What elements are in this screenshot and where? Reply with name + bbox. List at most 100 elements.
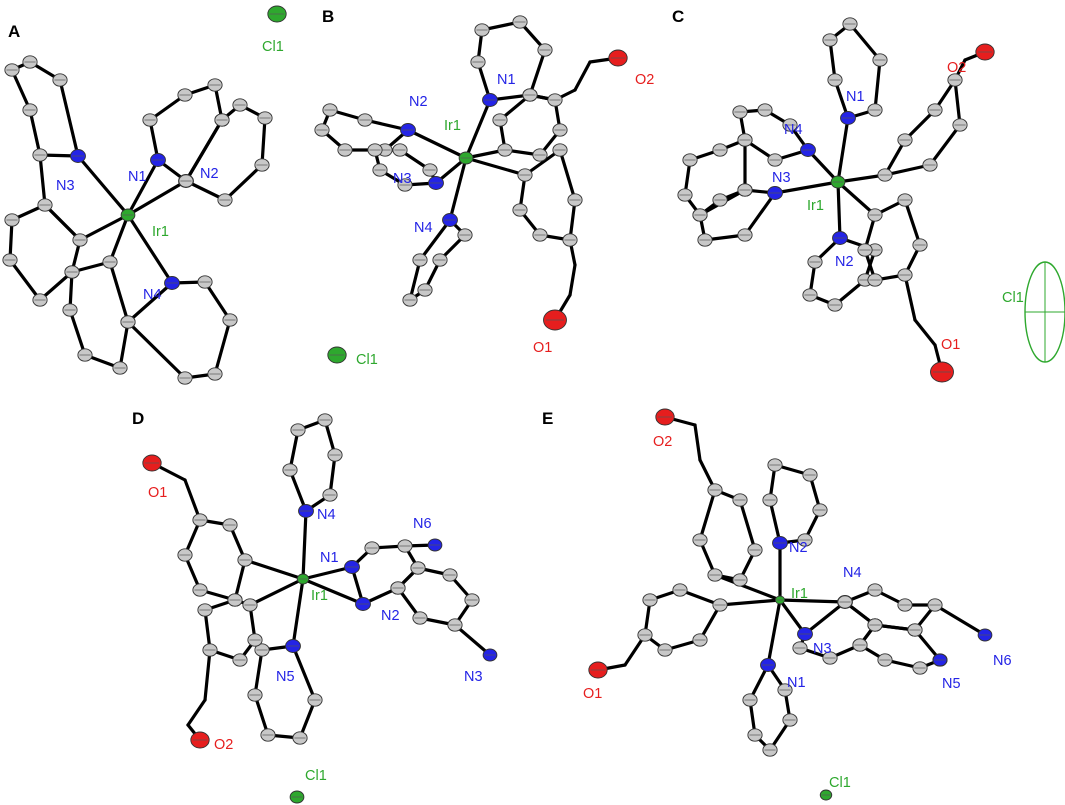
d-pyridine-top-atom-3 xyxy=(317,413,333,427)
bond xyxy=(248,577,305,607)
d-pyridine-bottom-bond xyxy=(291,644,317,702)
atom-label-d-n4: N4 xyxy=(317,507,336,523)
bond xyxy=(243,558,305,581)
bond xyxy=(76,154,130,217)
d-phen-b-atom-0 xyxy=(390,581,406,595)
e-nitrile-n6 xyxy=(977,628,993,642)
chain-bond xyxy=(38,153,47,207)
atom-label-a-n2: N2 xyxy=(200,166,219,182)
bond xyxy=(301,565,354,581)
a-ring-lower-left-bond xyxy=(43,203,82,242)
a-phen-b-atom-3 xyxy=(257,111,273,125)
bond xyxy=(713,573,782,602)
a-pyridine-left-bond xyxy=(28,108,42,157)
e-pyridine-bottom-atom-5 xyxy=(777,683,793,697)
d-phen-b-atom-5 xyxy=(412,611,428,625)
c-pyridine-top-atom-3 xyxy=(842,17,858,31)
c-phen-c-atom-5 xyxy=(737,183,753,197)
atom-label-c-n2: N2 xyxy=(835,254,854,270)
e-pyridine-bottom-atom-0 xyxy=(760,658,776,672)
c-phen-c-atom-2 xyxy=(682,153,698,167)
chain-bond xyxy=(203,648,212,702)
b-ring-right-atom-2 xyxy=(567,193,583,207)
panel-letter-a: A xyxy=(8,22,20,41)
atom-label-d-o1: O1 xyxy=(148,485,167,501)
b-pyridine-mid-atom-1 xyxy=(397,178,413,192)
atom-label-b-n3: N3 xyxy=(393,171,412,187)
b-pyridine-bottom-atom-3 xyxy=(417,283,433,297)
atom-label-b-o1: O1 xyxy=(533,340,552,356)
a-pyridine-left-atom-5 xyxy=(70,149,86,163)
b-oxygen-1 xyxy=(543,309,567,331)
a-ring-bottom-bond xyxy=(68,308,87,357)
c-ring-right-bond xyxy=(928,123,962,167)
c-phen-b-atom-2 xyxy=(712,193,728,207)
b-pyridine-left-atom-3 xyxy=(314,123,330,137)
c-pyridine-bottom-atom-3 xyxy=(827,298,843,312)
e-phen-c-atom-5 xyxy=(852,638,868,652)
a-pyridine-bottom-atom-3 xyxy=(222,313,238,327)
b-pyridine-mid-atom-4 xyxy=(392,143,408,157)
c-pyridine-top-atom-0 xyxy=(840,111,856,125)
c-pyridine-top-bond xyxy=(828,38,837,82)
e-pyridine-bottom-atom-2 xyxy=(747,728,763,742)
b-ring-center-atom-0 xyxy=(522,88,538,102)
bond xyxy=(301,509,308,581)
bond xyxy=(836,180,842,240)
d-ring-upper-left-atom-4 xyxy=(192,583,208,597)
e-pyridine-top-atom-3 xyxy=(802,468,818,482)
e-pyridine-top-atom-1 xyxy=(762,493,778,507)
e-phen-c-atom-3 xyxy=(912,661,928,675)
c-ring-right-atom-0 xyxy=(877,168,893,182)
b-ring-center-atom-4 xyxy=(497,143,513,157)
a-ring-lower-left-atom-0 xyxy=(37,198,53,212)
b-pyridine-bottom-atom-0 xyxy=(442,213,458,227)
c-pyridine-bottom-atom-0 xyxy=(832,231,848,245)
chain-bond xyxy=(903,273,917,322)
atom-label-e-n5: N5 xyxy=(942,676,961,692)
b-ring-right-atom-3 xyxy=(562,233,578,247)
chain-bond xyxy=(183,478,202,522)
c-phen-b-bond xyxy=(743,191,777,237)
c-ring-right-atom-4 xyxy=(927,103,943,117)
e-pyridine-top-atom-0 xyxy=(772,536,788,550)
d-ring-upper-left-atom-3 xyxy=(177,548,193,562)
c-pyridine-top-atom-2 xyxy=(822,33,838,47)
c-phen-a-atom-2 xyxy=(757,103,773,117)
e-ring-left-atom-2 xyxy=(642,593,658,607)
e-ring-left-atom-4 xyxy=(657,643,673,657)
e-ring-upper-atom-5 xyxy=(732,573,748,587)
bond xyxy=(448,156,468,222)
bond xyxy=(78,213,130,242)
a-phen-a-atom-2 xyxy=(177,88,193,102)
d-phen-a-atom-5 xyxy=(355,597,371,611)
d-phen-b-atom-4 xyxy=(447,618,463,632)
d-nitrile-n3 xyxy=(482,648,498,662)
bond xyxy=(453,623,492,657)
bond xyxy=(836,116,850,184)
a-ring-bottom-bond xyxy=(108,260,130,324)
e-pyridine-bottom-atom-3 xyxy=(762,743,778,757)
chain-bond xyxy=(568,263,577,297)
c-oxygen-1 xyxy=(930,361,954,383)
d-pyridine-top-bond xyxy=(288,468,308,513)
e-phen-b-atom-1 xyxy=(792,641,808,655)
d-pyridine-bottom-bond xyxy=(298,698,317,740)
b-pyridine-top-atom-3 xyxy=(512,15,528,29)
d-ring-lower-left-atom-1 xyxy=(227,593,243,607)
b-ring-center-atom-2 xyxy=(552,123,568,137)
bond xyxy=(718,598,782,607)
c-phen-b-atom-5 xyxy=(737,228,753,242)
atom-label-e-o1: O1 xyxy=(583,686,602,702)
c-phen-a-atom-3 xyxy=(732,105,748,119)
e-ring-left-atom-3 xyxy=(637,628,653,642)
bond xyxy=(464,98,492,160)
bond xyxy=(464,156,527,177)
atom-label-a-cl1-b: Cl1 xyxy=(356,352,378,368)
c-phen-c-atom-1 xyxy=(677,188,693,202)
bond xyxy=(406,128,468,160)
c-ring-right-bond xyxy=(883,163,932,177)
atom-label-a-n4: N4 xyxy=(143,287,162,303)
d-pyridine-bottom-bond xyxy=(253,693,270,737)
e-ring-upper-bond xyxy=(738,498,757,552)
